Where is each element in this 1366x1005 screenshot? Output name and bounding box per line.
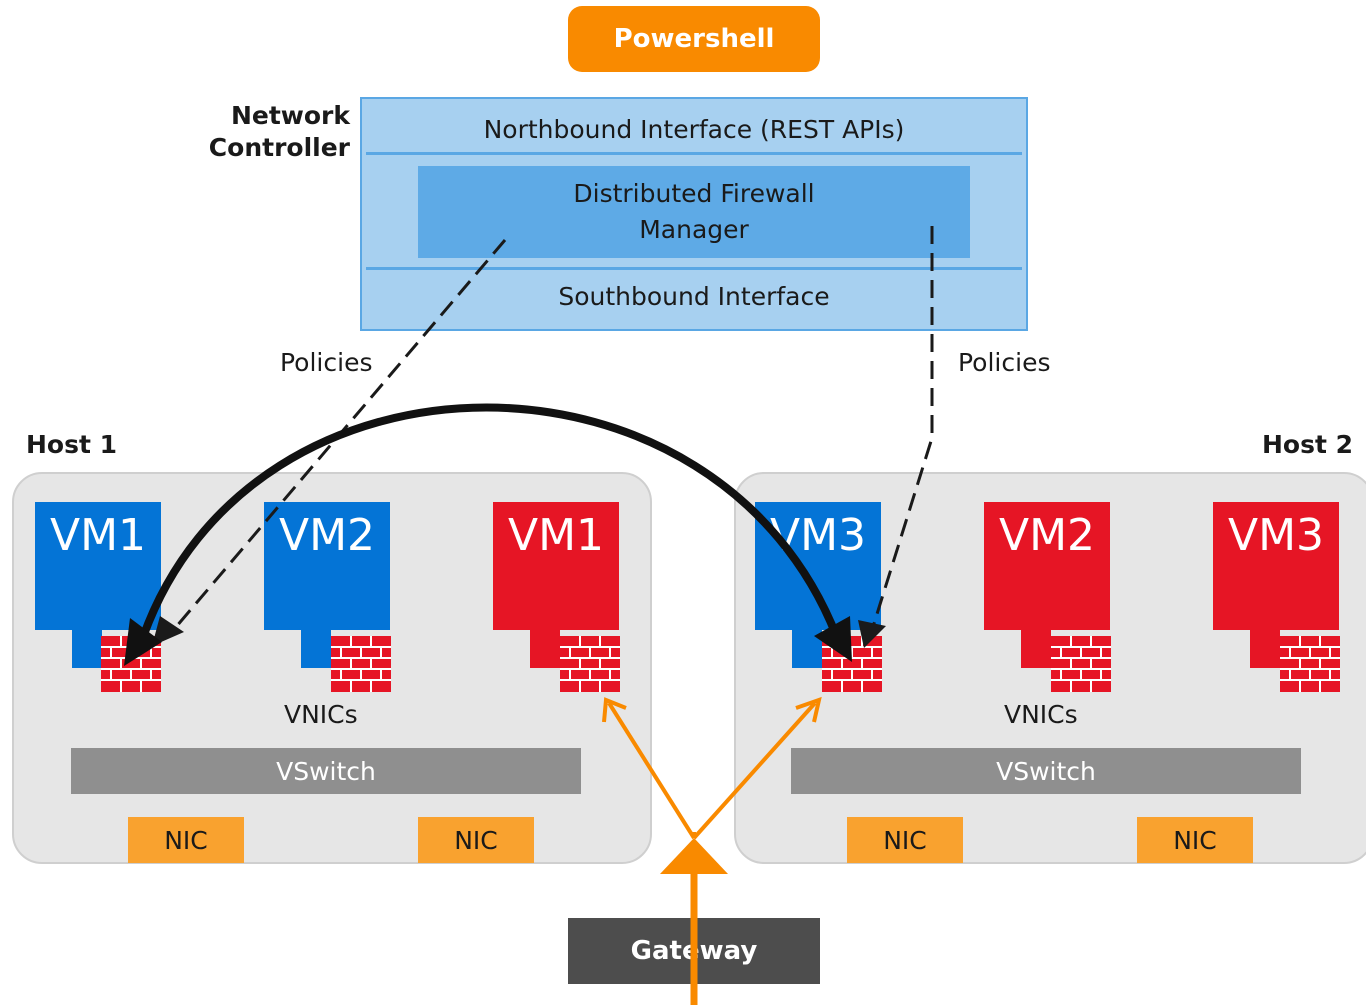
host1-label: Host 1: [26, 430, 118, 459]
dfm-line2: Manager: [639, 215, 749, 244]
firewall-icon: [1051, 636, 1111, 692]
network-controller-label-line2: Controller: [208, 133, 350, 162]
host1-vm2-blue: VM2: [264, 502, 390, 630]
firewall-icon: [331, 636, 391, 692]
arrowhead-icon: [858, 620, 886, 648]
powershell-box: Powershell: [568, 6, 820, 72]
host2-vm3-red: VM3: [1213, 502, 1339, 630]
host2-nic-1: NIC: [847, 817, 963, 863]
gateway-arrows: [602, 696, 822, 1005]
host2-nic-2: NIC: [1137, 817, 1253, 863]
host1-vswitch: VSwitch: [71, 748, 581, 794]
host1-vnics-label: VNICs: [284, 700, 358, 729]
host2-vnics-label: VNICs: [1004, 700, 1078, 729]
host1-vm1-red-vnic-stub: [530, 628, 560, 668]
host2-vm2-vnic-stub: [1021, 628, 1051, 668]
gateway-to-host1-arrow: [607, 701, 696, 840]
firewall-icon: [560, 636, 620, 692]
policies-label-right: Policies: [958, 348, 1051, 377]
network-controller-label-line1: Network: [230, 101, 350, 130]
policy-arrow-right: [870, 226, 934, 631]
host2-vswitch: VSwitch: [791, 748, 1301, 794]
host2-vm2-red: VM2: [984, 502, 1110, 630]
arrowhead-icon: [152, 616, 184, 646]
distributed-firewall-manager: Distributed Firewall Manager: [418, 166, 970, 258]
southbound-interface: Southbound Interface: [558, 281, 830, 311]
host1-vm1-vnic-stub: [72, 628, 102, 668]
host1-vm1-blue: VM1: [35, 502, 161, 630]
host2-vm3-vnic-stub: [1250, 628, 1280, 668]
gateway-up-arrowhead: [660, 838, 728, 874]
dfm-line1: Distributed Firewall: [573, 179, 815, 208]
arrowhead-icon: [795, 696, 822, 723]
host1-vm2-vnic-stub: [301, 628, 331, 668]
vm-communication-arc: [124, 403, 852, 666]
host1-nic-1: NIC: [128, 817, 244, 863]
host2-label: Host 2: [1262, 430, 1354, 459]
gateway-to-host2-arrow: [692, 701, 817, 840]
firewall-icon: [822, 636, 882, 692]
northbound-interface: Northbound Interface (REST APIs): [483, 114, 905, 144]
arrowhead-icon: [814, 616, 852, 662]
vm1-vm3-arc: [138, 403, 842, 642]
divider-line: [366, 152, 1022, 155]
policies-label-left: Policies: [280, 348, 373, 377]
network-controller-label: Network Controller: [190, 100, 350, 164]
host1-nic-2: NIC: [418, 817, 534, 863]
firewall-icon: [1280, 636, 1340, 692]
divider-line: [366, 267, 1022, 270]
arrowhead-icon: [124, 618, 162, 666]
host1-vm1-red: VM1: [493, 502, 619, 630]
arrowhead-icon: [602, 697, 627, 723]
